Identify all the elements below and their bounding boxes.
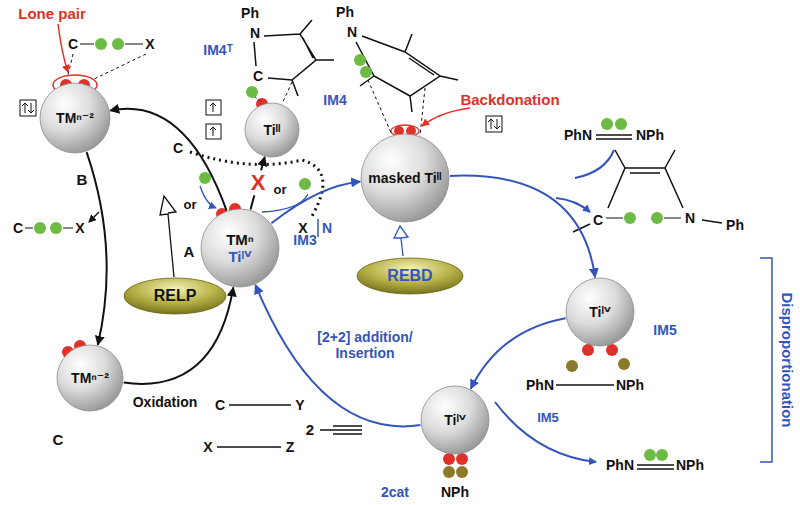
chem-label: C bbox=[173, 140, 183, 156]
chem-label: Backdonation bbox=[460, 91, 559, 108]
chem-label: C bbox=[68, 36, 78, 52]
chem-label: Ph bbox=[241, 5, 259, 21]
node-text: Tiᴵⱽ bbox=[444, 412, 466, 428]
arrow-label: [2+2] addition/ Insertion bbox=[307, 329, 423, 361]
node-text: RELP bbox=[154, 287, 197, 305]
metal-sphere: TMⁿ⁻² bbox=[39, 82, 111, 154]
metal-sphere: Tiᴵᴵ bbox=[244, 102, 300, 158]
node-text: REBD bbox=[387, 267, 432, 285]
chem-label: NPh bbox=[676, 457, 704, 473]
chem-label: IM4ᵀ bbox=[203, 42, 232, 58]
chem-label: Lone pair bbox=[18, 5, 86, 22]
chem-label: C bbox=[593, 212, 603, 228]
node-text: Tiᴵⱽ bbox=[228, 248, 251, 265]
chem-label: PhN bbox=[606, 457, 634, 473]
chem-label: IM5 bbox=[653, 322, 676, 338]
chem-label: C bbox=[53, 431, 64, 448]
chem-label: N bbox=[685, 210, 695, 226]
reaction-arrow bbox=[271, 182, 360, 224]
chem-label: N bbox=[347, 24, 357, 40]
metal-sphere: TMⁿTiᴵⱽ bbox=[200, 208, 280, 288]
chem-label: Z bbox=[286, 439, 295, 455]
metal-sphere: masked Tiᴵᴵ bbox=[360, 133, 450, 223]
chem-label: A bbox=[184, 243, 195, 260]
reaction-arrow bbox=[450, 176, 595, 278]
chem-label: Ph bbox=[336, 4, 354, 20]
node-text: masked Tiᴵᴵ bbox=[368, 170, 441, 186]
node-text: TMⁿ⁻² bbox=[71, 370, 109, 386]
chem-label: IM5 bbox=[537, 411, 559, 426]
metal-sphere: TMⁿ⁻² bbox=[56, 344, 124, 412]
arrow-label: Oxidation bbox=[131, 394, 200, 410]
chem-label: 2cat bbox=[381, 484, 409, 500]
pathway-ellipse: REBD bbox=[356, 257, 464, 295]
chem-label: Disproportionation bbox=[778, 293, 795, 428]
chem-label: or bbox=[184, 198, 197, 213]
chem-label: X bbox=[298, 220, 307, 236]
chem-label: X bbox=[75, 220, 84, 236]
reaction-arrow bbox=[87, 152, 107, 345]
chem-label: B bbox=[77, 171, 88, 188]
chem-label: or bbox=[274, 183, 287, 198]
chem-label: NPh bbox=[616, 377, 644, 393]
chem-label: PhN bbox=[526, 377, 554, 393]
chem-label: N bbox=[322, 220, 332, 236]
chem-label: Ph bbox=[726, 217, 744, 233]
metal-sphere: Tiᴵⱽ bbox=[565, 277, 635, 347]
chem-label: PhN bbox=[564, 127, 592, 143]
chem-label: X bbox=[203, 439, 212, 455]
chem-label: X bbox=[145, 36, 154, 52]
node-text: Tiᴵⱽ bbox=[589, 304, 611, 320]
chem-label: NPh bbox=[636, 127, 664, 143]
chem-label: Y bbox=[295, 397, 304, 413]
metal-sphere: Tiᴵⱽ bbox=[420, 385, 490, 455]
node-text: TMⁿ bbox=[226, 231, 254, 248]
chem-label: C bbox=[13, 220, 23, 236]
arrow-label: X bbox=[249, 170, 268, 195]
chem-label: N bbox=[250, 25, 260, 41]
chem-label: 2 bbox=[306, 421, 314, 438]
node-text: TMⁿ⁻² bbox=[56, 110, 94, 126]
chem-label: C bbox=[253, 68, 263, 84]
chem-label: NPh bbox=[441, 484, 469, 500]
chem-label: C bbox=[215, 397, 225, 413]
reaction-arrow bbox=[110, 109, 226, 211]
chem-label: IM4 bbox=[323, 92, 346, 108]
pathway-ellipse: RELP bbox=[123, 277, 227, 315]
node-text: Tiᴵᴵ bbox=[263, 122, 280, 138]
